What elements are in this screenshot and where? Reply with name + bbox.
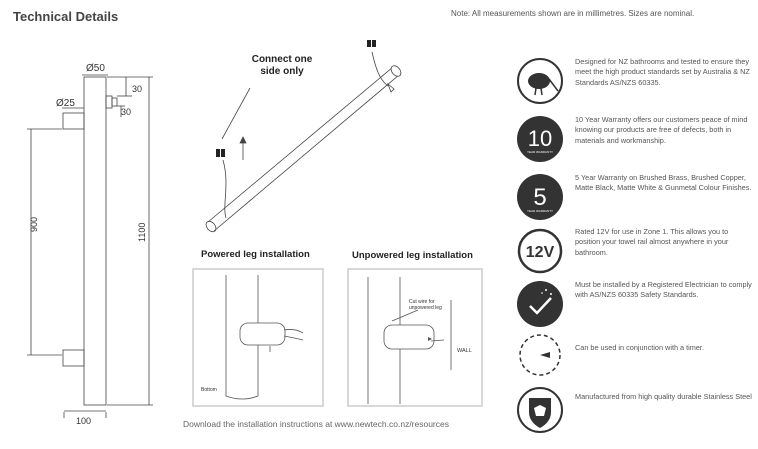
page-title: Technical Details xyxy=(13,9,119,24)
feature-nz-design: Designed for NZ bathrooms and tested to … xyxy=(516,57,752,105)
svg-text:YEAR WARRANTY: YEAR WARRANTY xyxy=(527,209,553,213)
twelve-volt-icon: 12V xyxy=(516,227,564,275)
svg-text:YEAR WARRANTY: YEAR WARRANTY xyxy=(527,150,553,154)
download-instructions: Download the installation instructions a… xyxy=(183,419,449,429)
top-leg xyxy=(62,112,85,130)
timer-icon xyxy=(516,331,564,379)
top-offset-label: 30 xyxy=(132,84,143,94)
connector-side-a xyxy=(216,149,220,157)
svg-text:5: 5 xyxy=(533,184,546,211)
electrician-check-icon xyxy=(516,280,564,328)
rail-diameter-label: Ø50 xyxy=(86,63,105,74)
kiwi-icon xyxy=(516,57,564,105)
feature-registered-electrician: Must be installed by a Registered Electr… xyxy=(516,280,752,328)
feature-ten-year-warranty: 10 YEAR WARRANTY 10 Year Warranty offers… xyxy=(516,115,752,163)
feature-timer: Can be used in conjunction with a timer. xyxy=(516,331,752,379)
feature-five-year-warranty: 5 YEAR WARRANTY 5 Year Warranty on Brush… xyxy=(516,173,752,221)
measurement-note: Note: All measurements shown are in mill… xyxy=(451,9,695,18)
cut-wire-label: Cut wire for unpowered leg xyxy=(409,299,442,311)
bottom-label: Bottom xyxy=(201,387,217,393)
stainless-shield-icon xyxy=(516,386,564,434)
connect-note: Connect one side only xyxy=(251,54,313,77)
svg-text:10: 10 xyxy=(528,126,552,151)
wall-label: WALL xyxy=(457,348,472,354)
rail-bar-outline xyxy=(83,76,107,406)
five-year-warranty-icon: 5 YEAR WARRANTY xyxy=(516,173,564,221)
connector-side-b xyxy=(221,149,225,157)
ten-year-warranty-icon: 10 YEAR WARRANTY xyxy=(516,115,564,163)
feature-twelve-volt: 12V Rated 12V for use in Zone 1. This al… xyxy=(516,227,752,275)
powered-caption: Powered leg installation xyxy=(201,249,310,260)
unpowered-caption: Unpowered leg installation xyxy=(352,250,473,261)
leg-diameter-label: Ø25 xyxy=(56,98,75,109)
width-label: 100 xyxy=(76,416,92,426)
bottom-leg xyxy=(62,349,85,367)
svg-text:12V: 12V xyxy=(526,244,555,261)
leg-offset-label: 30 xyxy=(121,107,132,117)
feature-stainless-steel: Manufactured from high quality durable S… xyxy=(516,386,752,434)
connector-top-a xyxy=(367,40,371,47)
connector-top-b xyxy=(372,40,376,47)
